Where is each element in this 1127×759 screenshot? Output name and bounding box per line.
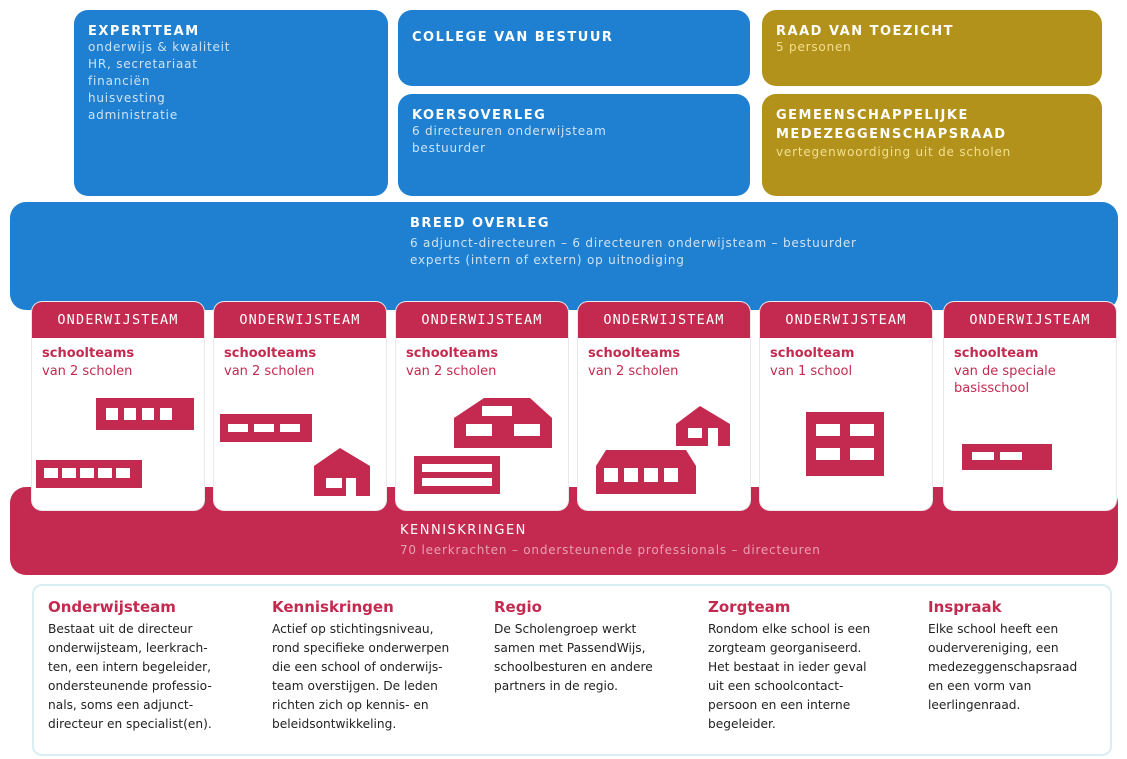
koersoverleg-title: KOERSOVERLEG (412, 108, 547, 123)
breed-overleg-line: 6 adjunct-directeuren – 6 directeuren on… (410, 236, 857, 250)
team-line: schoolteam (770, 346, 855, 361)
kenniskringen-line: 70 leerkrachten – ondersteunende profess… (400, 543, 821, 557)
team-line: schoolteams (42, 346, 135, 361)
info-text: Elke school heeft een oudervereniging, e… (928, 622, 1078, 712)
onderwijsteam-header: ONDERWIJSTEAM (760, 302, 932, 338)
onderwijsteam-header: ONDERWIJSTEAM (32, 302, 204, 338)
raad-title: RAAD VAN TOEZICHT (776, 24, 954, 39)
info-heading: Regio (494, 598, 542, 616)
team-line: van 2 scholen (406, 364, 497, 379)
info-column-regio: Regio De Scholengroep werkt samen met Pa… (494, 598, 704, 696)
expertteam-title: EXPERTTEAM (88, 24, 200, 39)
expertteam-line: administratie (88, 108, 178, 122)
koersoverleg-line: 6 directeuren onderwijsteam (412, 124, 607, 138)
breed-overleg-line: experts (intern of extern) op uitnodigin… (410, 253, 685, 267)
koersoverleg-line: bestuurder (412, 141, 486, 155)
expertteam-line: huisvesting (88, 91, 166, 105)
expertteam-line: onderwijs & kwaliteit (88, 40, 231, 54)
info-heading: Kenniskringen (272, 598, 394, 616)
team-line: schoolteams (588, 346, 681, 361)
college-box: COLLEGE VAN BESTUUR (398, 10, 750, 86)
onderwijsteam-card: ONDERWIJSTEAM schoolteams van 2 scholen (578, 302, 750, 510)
team-line: van 2 scholen (588, 364, 679, 379)
onderwijsteam-card: ONDERWIJSTEAM schoolteams van 2 scholen (396, 302, 568, 510)
gmr-title: GEMEENSCHAPPELIJKE (776, 108, 969, 123)
gmr-box: GEMEENSCHAPPELIJKE MEDEZEGGENSCHAPSRAAD … (762, 94, 1102, 196)
team-line: schoolteam (954, 346, 1039, 361)
school-building-icon (806, 412, 884, 476)
team-line: schoolteams (224, 346, 317, 361)
info-text: Actief op stichtingsniveau, rond specifi… (272, 622, 450, 731)
expertteam-line: HR, secretariaat (88, 57, 198, 71)
gmr-title: MEDEZEGGENSCHAPSRAAD (776, 127, 1007, 142)
school-building-icon (36, 398, 194, 488)
onderwijsteam-card: ONDERWIJSTEAM schoolteam van de speciale… (944, 302, 1116, 510)
info-panel: Onderwijsteam Bestaat uit de directeur o… (32, 584, 1112, 756)
gmr-line: vertegenwoordiging uit de scholen (776, 145, 1012, 159)
info-column-onderwijsteam: Onderwijsteam Bestaat uit de directeur o… (48, 598, 258, 734)
team-line: basisschool (954, 381, 1030, 396)
info-heading: Onderwijsteam (48, 598, 176, 616)
team-line: van 2 scholen (224, 364, 315, 379)
team-line: van 1 school (770, 364, 853, 379)
info-column-inspraak: Inspraak Elke school heeft een oudervere… (928, 598, 1127, 715)
info-heading: Inspraak (928, 598, 1002, 616)
school-building-icon (220, 414, 370, 496)
breed-overleg-title: BREED OVERLEG (410, 216, 550, 231)
info-text: Rondom elke school is een zorgteam georg… (708, 622, 871, 731)
raad-van-toezicht-box: RAAD VAN TOEZICHT 5 personen (762, 10, 1102, 86)
raad-line: 5 personen (776, 40, 852, 54)
onderwijsteam-card: ONDERWIJSTEAM schoolteams van 2 scholen (214, 302, 386, 510)
onderwijsteam-header: ONDERWIJSTEAM (578, 302, 750, 338)
onderwijsteam-header: ONDERWIJSTEAM (944, 302, 1116, 338)
team-line: schoolteams (406, 346, 499, 361)
onderwijsteam-card: ONDERWIJSTEAM schoolteam van 1 school (760, 302, 932, 510)
onderwijsteam-header: ONDERWIJSTEAM (214, 302, 386, 338)
kenniskringen-title: KENNISKRINGEN (400, 523, 527, 538)
info-text: De Scholengroep werkt samen met PassendW… (494, 622, 653, 693)
info-text: Bestaat uit de directeur onderwijsteam, … (48, 622, 212, 731)
expertteam-box: EXPERTTEAM onderwijs & kwaliteit HR, sec… (74, 10, 388, 196)
school-building-icon (596, 406, 730, 494)
school-building-icon (962, 444, 1052, 470)
breed-overleg-band: BREED OVERLEG 6 adjunct-directeuren – 6 … (10, 202, 1118, 310)
info-heading: Zorgteam (708, 598, 791, 616)
info-column-zorgteam: Zorgteam Rondom elke school is een zorgt… (708, 598, 918, 734)
onderwijsteam-header: ONDERWIJSTEAM (396, 302, 568, 338)
expertteam-line: financiën (88, 74, 151, 88)
school-building-icon (414, 398, 552, 494)
onderwijsteam-card: ONDERWIJSTEAM schoolteams van 2 scholen (32, 302, 204, 510)
team-line: van de speciale (954, 364, 1056, 379)
koersoverleg-box: KOERSOVERLEG 6 directeuren onderwijsteam… (398, 94, 750, 196)
team-line: van 2 scholen (42, 364, 133, 379)
info-column-kenniskringen: Kenniskringen Actief op stichtingsniveau… (272, 598, 482, 734)
college-title: COLLEGE VAN BESTUUR (412, 30, 614, 45)
